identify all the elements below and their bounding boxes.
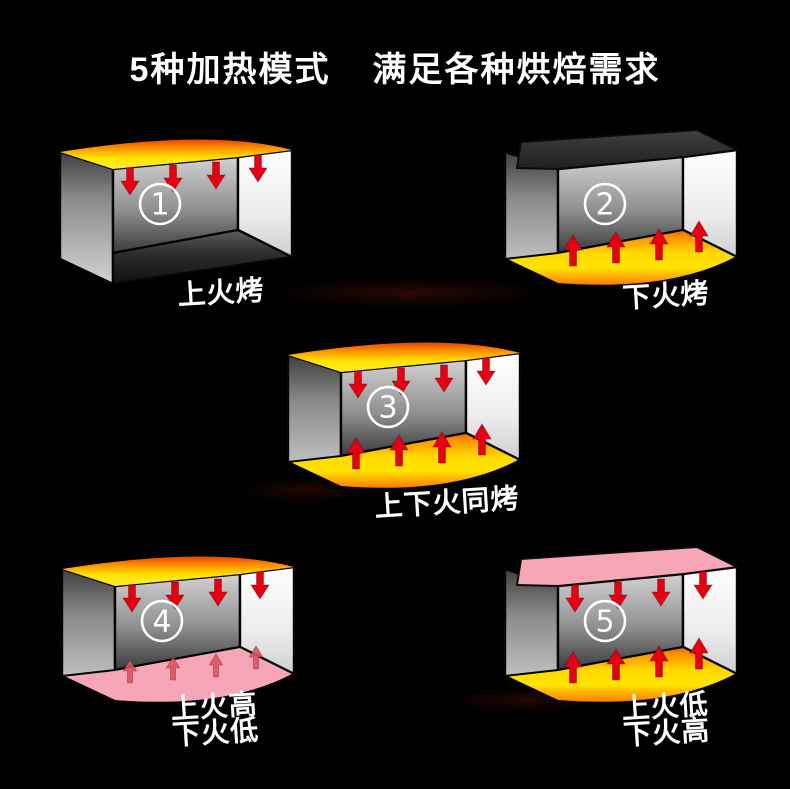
heat-arrows-up-icon (122, 645, 264, 684)
heat-arrows-down-icon (348, 357, 496, 399)
mode-caption-5: 上火低下火高 (621, 688, 712, 751)
mode-caption-1: 上火烤 (176, 274, 266, 311)
page-title: 5种加热模式 满足各种烘焙需求 (0, 42, 790, 91)
oven-mode-1: 1 (40, 118, 340, 318)
mode-number-badge (366, 385, 410, 429)
oven-3d-box: 1 (58, 139, 294, 286)
oven-floor (111, 228, 294, 286)
mode-number-badge (583, 599, 627, 643)
oven-3d-box: 4 (60, 556, 296, 704)
oven-3d-box: 2 (503, 129, 739, 287)
mode-number-badge (140, 599, 184, 643)
oven-mode-2: 2 (485, 118, 785, 318)
title-part-1: 5种加热模式 (129, 51, 331, 89)
mode-number: 3 (378, 391, 397, 426)
heat-arrows-down-icon (122, 571, 270, 613)
top-heat-surface (60, 139, 292, 169)
oven-mode-3: 3 (268, 321, 568, 521)
mode-caption-line: 下火烤 (621, 277, 711, 314)
top-heat-surface (62, 556, 294, 586)
mode-number: 2 (595, 188, 614, 223)
mode-caption-4: 上火高下火低 (170, 688, 261, 751)
bottom-heat-surface (504, 646, 738, 704)
title-part-2: 满足各种烘焙需求 (372, 51, 661, 89)
oven-mode-4: 4 (42, 535, 342, 735)
bottom-heat-surface (61, 646, 295, 704)
oven-mode-5: 5 (485, 535, 785, 735)
heat-arrows-up-icon (346, 423, 492, 470)
heat-arrows-up-icon (563, 637, 709, 684)
bottom-heat-surface (504, 229, 738, 287)
oven-3d-box: 5 (503, 546, 739, 704)
top-surface-slab (516, 546, 738, 587)
mode-number: 5 (595, 605, 614, 640)
mode-caption-line: 上火烤 (176, 274, 266, 311)
mode-caption-line: 下火高 (622, 714, 712, 751)
mode-caption-2: 下火烤 (621, 277, 711, 314)
heat-arrows-down-icon (120, 154, 268, 196)
mode-number-badge (583, 182, 627, 226)
bottom-heat-surface (287, 432, 521, 490)
mode-number: 4 (152, 605, 171, 640)
top-heat-surface (288, 342, 520, 372)
heat-arrows-up-icon (563, 220, 709, 267)
mode-number-badge (138, 182, 182, 226)
heat-arrows-down-icon (565, 571, 713, 613)
top-surface-slab (516, 129, 738, 170)
mode-number: 1 (150, 188, 169, 223)
mode-caption-line: 下火低 (171, 714, 261, 751)
oven-3d-box: 3 (286, 342, 522, 490)
oven-left-wall (58, 150, 115, 286)
